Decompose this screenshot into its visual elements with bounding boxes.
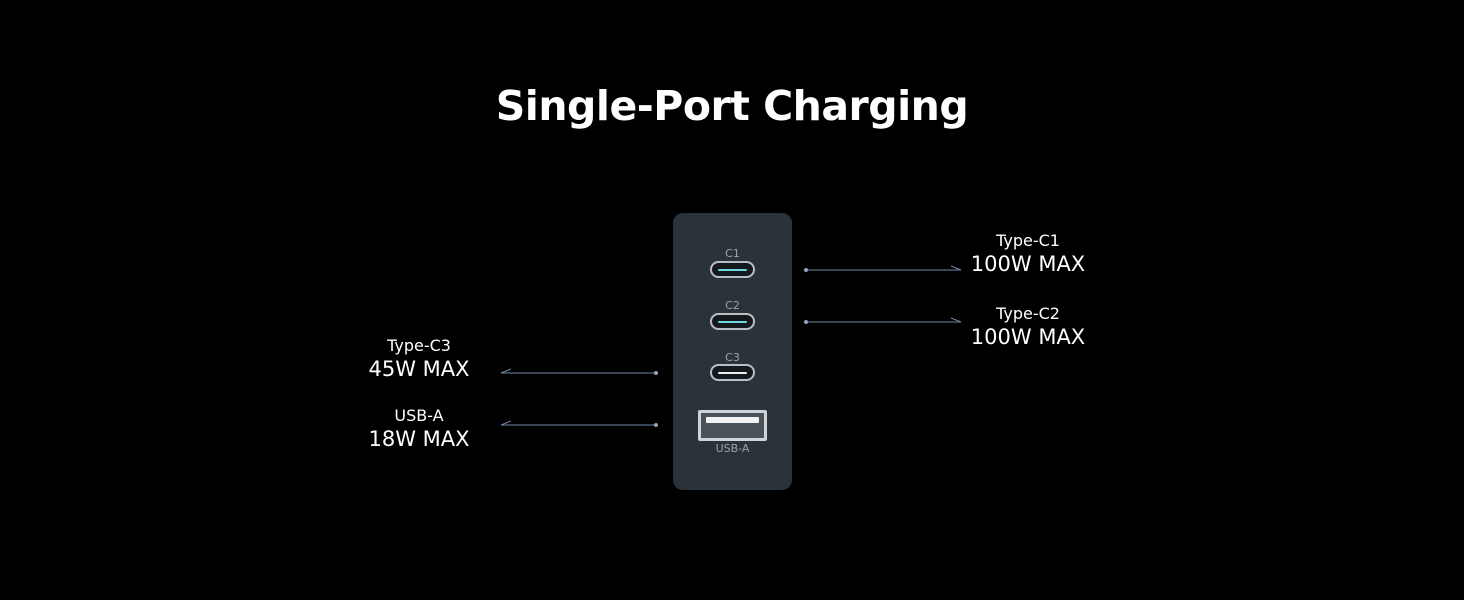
- type-c1-port: [710, 261, 755, 278]
- port-label-c2: C2: [725, 299, 740, 312]
- callout-c3-name: Type-C3: [387, 336, 451, 355]
- callout-usba-power: 18W MAX: [368, 427, 470, 451]
- usb-a-port-tongue: [706, 417, 759, 423]
- page-title: Single-Port Charging: [495, 82, 969, 130]
- leader-dot-c1: [804, 268, 808, 272]
- callout-c2-name: Type-C2: [996, 304, 1060, 323]
- type-c3-port: [710, 364, 755, 381]
- leader-line-c3: [500, 368, 658, 375]
- port-c3-tongue: [718, 371, 747, 374]
- leader-line-c1: [804, 265, 962, 272]
- port-label-usba: USB-A: [715, 442, 750, 455]
- port-c2-tongue: [718, 320, 747, 323]
- usb-a-port: [698, 410, 767, 441]
- callout-c1-power: 100W MAX: [970, 252, 1086, 276]
- callout-usba: USB-A 18W MAX: [339, 406, 499, 452]
- callout-c2-power: 100W MAX: [970, 325, 1086, 349]
- leader-dot-c2: [804, 320, 808, 324]
- callout-c2: Type-C2 100W MAX: [948, 304, 1108, 350]
- leader-line-usba: [500, 420, 658, 427]
- port-label-c1: C1: [725, 247, 740, 260]
- type-c2-port: [710, 313, 755, 330]
- callout-c1-name: Type-C1: [996, 231, 1060, 250]
- callout-usba-name: USB-A: [394, 406, 444, 425]
- leader-dot-usba: [654, 423, 658, 427]
- charger-body: C1 C2 C3 USB-A: [673, 213, 792, 490]
- callout-c3-power: 45W MAX: [368, 357, 470, 381]
- callout-c3: Type-C3 45W MAX: [339, 336, 499, 382]
- leader-line-c2: [804, 317, 962, 324]
- port-label-c3: C3: [725, 351, 740, 364]
- port-c1-tongue: [718, 268, 747, 271]
- leader-dot-c3: [654, 371, 658, 375]
- callout-c1: Type-C1 100W MAX: [948, 231, 1108, 277]
